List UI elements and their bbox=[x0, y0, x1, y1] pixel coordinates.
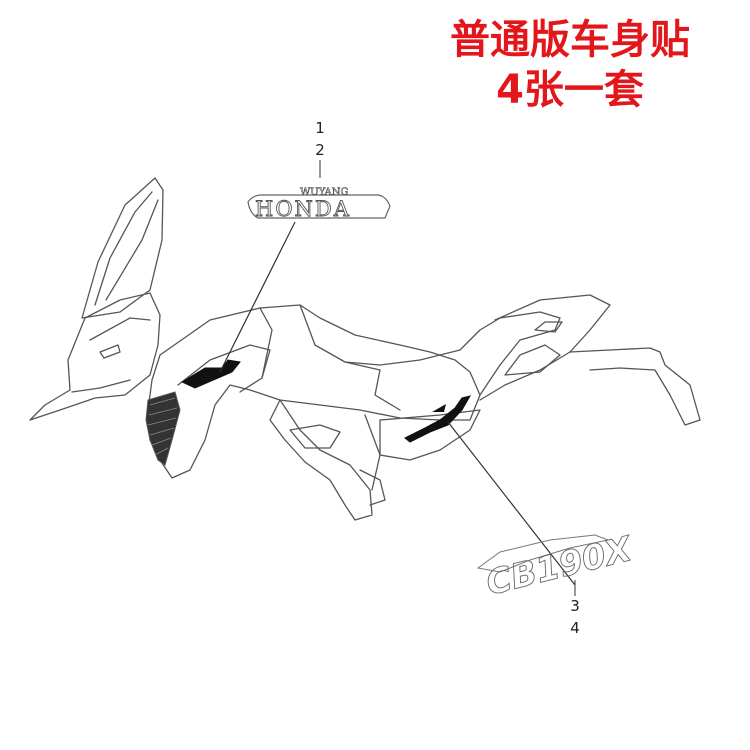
decal-cb190x-text: CB190X bbox=[482, 529, 637, 604]
front-fairing bbox=[29, 292, 161, 421]
lower-fairing bbox=[269, 399, 373, 521]
rear-fender bbox=[569, 347, 701, 426]
decal-position-front bbox=[180, 359, 241, 389]
tail-section bbox=[479, 294, 611, 401]
decal-honda-large-text: HONDA bbox=[255, 197, 351, 221]
decal-cb190x-illustration: CB190X bbox=[476, 528, 638, 604]
title-line-2: 4张一套 bbox=[496, 67, 644, 113]
tank-side-panel bbox=[147, 304, 481, 479]
title-line-1: 普通版车身贴 bbox=[450, 17, 690, 63]
decal-position-rear bbox=[404, 395, 472, 443]
seat bbox=[344, 311, 561, 396]
decal-honda-illustration: WUYANG HONDA bbox=[247, 187, 391, 221]
windscreen bbox=[81, 177, 164, 319]
callout-3: 3 bbox=[570, 597, 580, 615]
callout-4: 4 bbox=[570, 619, 580, 637]
callout-1: 1 bbox=[315, 119, 325, 137]
decal-honda-small-text: WUYANG bbox=[300, 187, 349, 198]
front-mesh-grille bbox=[145, 391, 181, 466]
callout-2: 2 bbox=[315, 141, 325, 159]
